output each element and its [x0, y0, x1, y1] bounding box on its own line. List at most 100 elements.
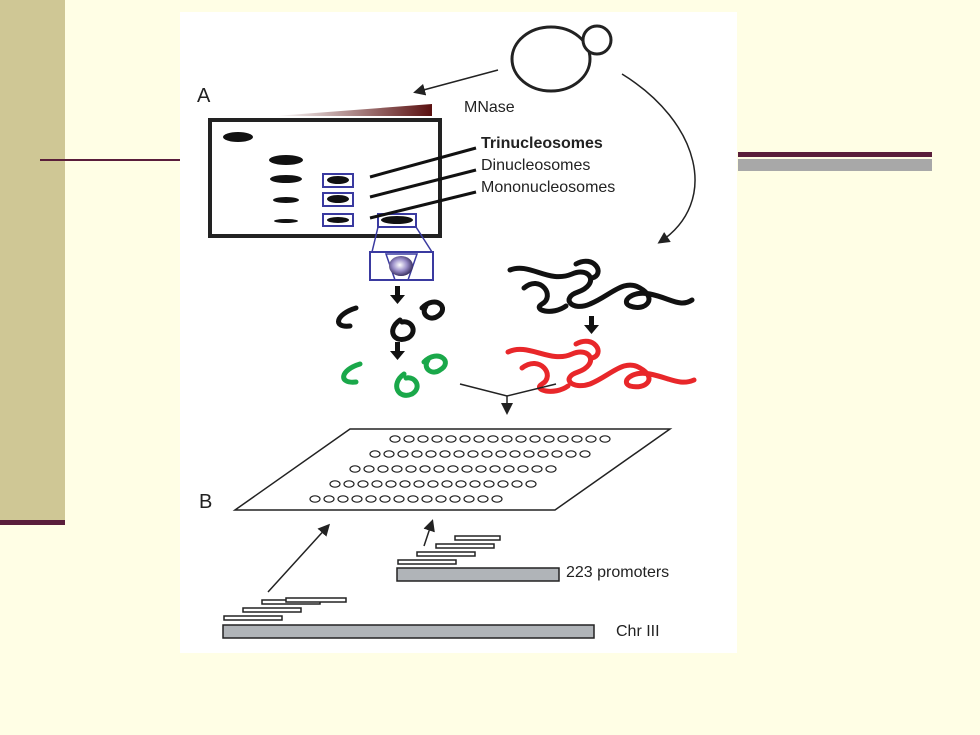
title-rule-right — [738, 152, 932, 157]
array-spot — [511, 480, 523, 488]
array-spot — [509, 450, 521, 458]
band-label-dinucleosomes: Dinucleosomes — [481, 157, 591, 174]
array-spot — [517, 465, 529, 473]
green-dna-fragments — [341, 353, 448, 398]
band-label-mononucleosomes: Mononucleosomes — [481, 179, 616, 196]
array-spot — [487, 435, 499, 443]
array-spot — [537, 450, 549, 458]
array-spot — [545, 465, 557, 473]
array-spot — [385, 480, 397, 488]
panel-a-label: A — [197, 85, 211, 107]
array-spot — [571, 435, 583, 443]
array-spot — [351, 495, 363, 503]
array-spot — [363, 465, 375, 473]
array-spot — [551, 450, 563, 458]
array-spot — [565, 450, 577, 458]
array-spot — [529, 435, 541, 443]
yeast-cell-icon — [510, 24, 613, 93]
genomic-dna-icon — [507, 258, 695, 314]
array-spot — [337, 495, 349, 503]
title-rule-right-gray — [738, 159, 932, 171]
figure-drawing — [208, 24, 697, 639]
array-spot — [393, 495, 405, 503]
chromosome-label: Chr III — [616, 623, 660, 640]
array-spot — [349, 465, 361, 473]
array-spot — [491, 495, 503, 503]
array-spot — [427, 480, 439, 488]
array-spot — [483, 480, 495, 488]
nucleosome-mapping-figure: A MNase Trinucleosomes Dinucleosomes Mon… — [180, 12, 737, 653]
array-spot — [461, 465, 473, 473]
array-spot — [585, 435, 597, 443]
array-spot — [413, 480, 425, 488]
array-spot — [369, 450, 381, 458]
array-spot — [365, 495, 377, 503]
array-spot — [309, 495, 321, 503]
array-spot — [397, 450, 409, 458]
array-spot — [439, 450, 451, 458]
sidebar-underline — [0, 520, 65, 525]
array-spot — [403, 435, 415, 443]
slide-sidebar — [0, 0, 65, 520]
array-spot — [469, 480, 481, 488]
array-spot — [467, 450, 479, 458]
gel-icon — [208, 118, 442, 238]
array-spot — [515, 435, 527, 443]
panel-b-label: B — [199, 491, 213, 513]
array-spot — [447, 465, 459, 473]
array-spot — [411, 450, 423, 458]
array-spot — [421, 495, 433, 503]
array-spot — [441, 480, 453, 488]
chromosome-bar — [222, 624, 595, 639]
array-spot — [419, 465, 431, 473]
title-rule-left — [40, 159, 182, 161]
array-spot — [477, 495, 489, 503]
array-spot — [481, 450, 493, 458]
array-spot — [475, 465, 487, 473]
arrow-to-genomic-dna — [621, 73, 696, 244]
array-spot — [445, 435, 457, 443]
array-spot — [371, 480, 383, 488]
array-spot — [525, 480, 537, 488]
array-spot — [389, 435, 401, 443]
array-spot — [501, 435, 513, 443]
array-spot — [425, 450, 437, 458]
red-genomic-dna — [505, 338, 697, 394]
array-spot — [449, 495, 461, 503]
array-spot — [455, 480, 467, 488]
array-spot — [405, 465, 417, 473]
array-spot — [503, 465, 515, 473]
array-spot — [407, 495, 419, 503]
array-spot — [599, 435, 611, 443]
mnase-label: MNase — [464, 99, 515, 116]
microarray-icon — [232, 428, 673, 511]
array-spot — [453, 450, 465, 458]
arrow-to-gel — [413, 69, 499, 96]
array-spot — [435, 495, 447, 503]
array-spot — [473, 435, 485, 443]
array-spot — [391, 465, 403, 473]
array-spot — [377, 465, 389, 473]
array-spot — [543, 435, 555, 443]
array-spot — [579, 450, 591, 458]
array-spot — [557, 435, 569, 443]
promoters-label: 223 promoters — [566, 564, 670, 581]
array-spot — [497, 480, 509, 488]
array-spot — [459, 435, 471, 443]
promoter-tiling — [397, 535, 501, 565]
array-spot — [489, 465, 501, 473]
array-spot — [417, 435, 429, 443]
dna-fragment-icon — [336, 299, 445, 342]
mnase-gradient-wedge — [275, 104, 432, 116]
array-spot — [343, 480, 355, 488]
array-spot — [383, 450, 395, 458]
array-spots — [309, 435, 611, 503]
array-spot — [431, 435, 443, 443]
tube-icon — [369, 251, 434, 281]
array-spot — [357, 480, 369, 488]
array-spot — [531, 465, 543, 473]
array-spot — [399, 480, 411, 488]
array-spot — [523, 450, 535, 458]
array-spot — [329, 480, 341, 488]
promoters-bar — [396, 567, 560, 582]
